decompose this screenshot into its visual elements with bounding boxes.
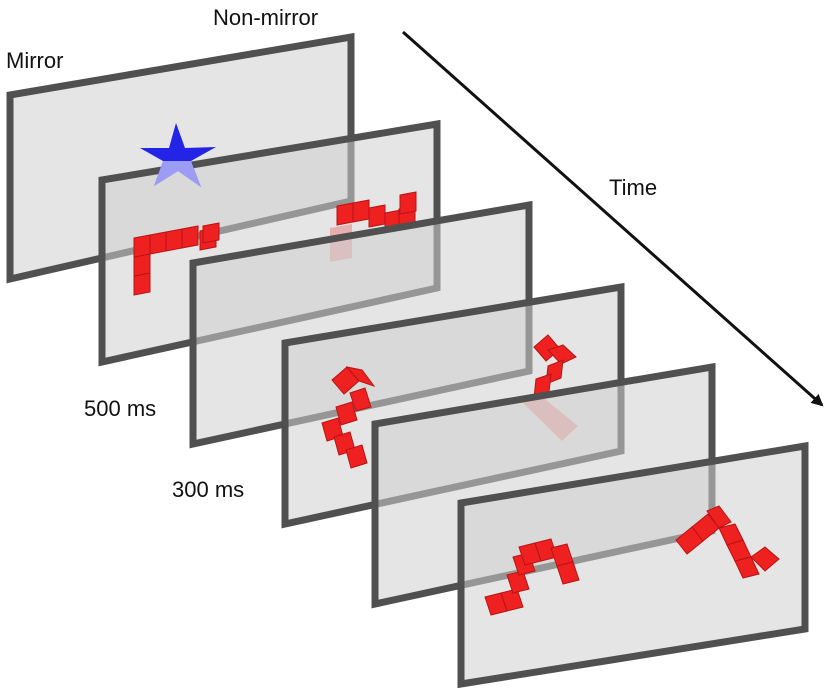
label-mirror: Mirror — [6, 48, 64, 73]
panel-6-probe — [457, 441, 809, 689]
label-non-mirror: Non-mirror — [213, 5, 319, 30]
time-arrow — [402, 30, 824, 407]
label-duration-300ms: 300 ms — [172, 477, 245, 502]
zoid-shape-final-left — [484, 538, 580, 616]
label-duration-500ms: 500 ms — [84, 396, 157, 421]
label-time: Time — [609, 175, 658, 200]
zoid-shape-final-right — [675, 505, 780, 579]
zoid-shape-probe-left — [321, 366, 376, 469]
zoid-shape-left — [133, 222, 220, 296]
star-icon — [140, 123, 216, 187]
